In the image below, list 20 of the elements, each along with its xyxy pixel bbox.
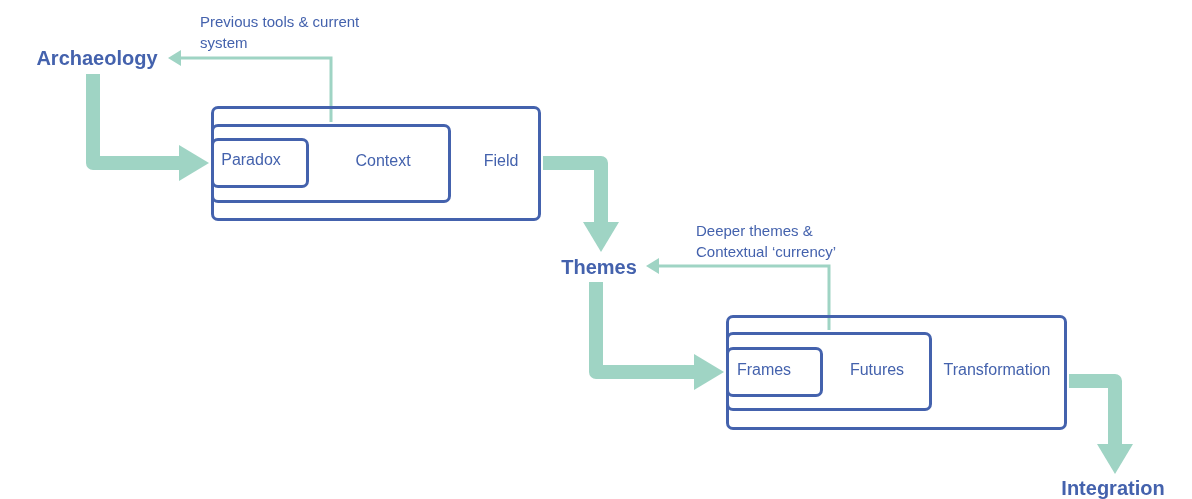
arrow [86,74,209,181]
arrow [543,156,619,252]
nested-box [211,124,451,203]
box-label: Futures [849,361,905,379]
nested-box [211,138,309,188]
stage-heading: Archaeology [36,46,158,70]
box-label: Frames [736,361,792,379]
arrow [589,282,724,390]
nested-box [726,315,1067,430]
nested-box [726,332,932,411]
nested-box [211,106,541,221]
box-label: Field [483,152,519,170]
arrow [168,50,333,122]
stage-heading: Integration [1061,476,1165,499]
box-label: Context [355,152,411,170]
box-label: Transformation [943,361,1051,379]
arrow [646,258,831,330]
nested-box [726,347,823,397]
box-label: Paradox [221,151,281,169]
stage-heading: Themes [561,255,637,279]
